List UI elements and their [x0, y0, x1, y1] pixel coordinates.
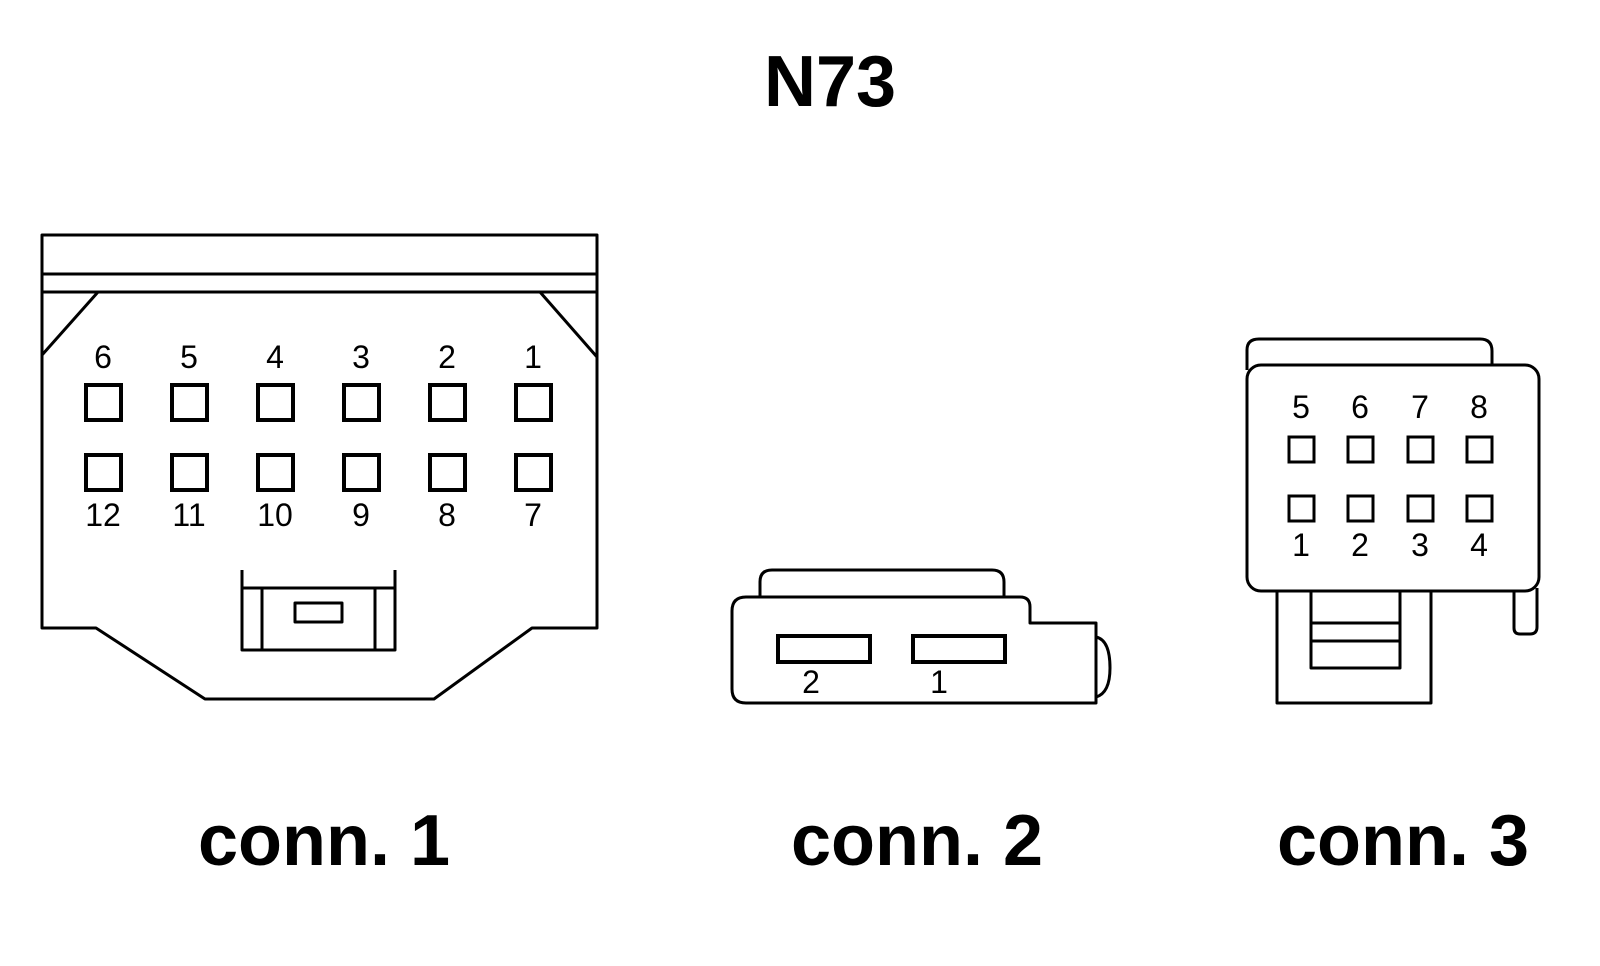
pin-cavity [342, 383, 381, 422]
connector-1: 6 5 4 3 2 1 12 11 10 9 8 7 conn. 1 [40, 233, 599, 881]
pin-cavity [1346, 494, 1375, 523]
connector-3-back-shell [1245, 337, 1494, 370]
connector-2: 2 1 conn. 2 [730, 568, 1112, 881]
connector-2-pin-cavity-2 [776, 634, 872, 664]
pin-cavity [428, 383, 467, 422]
pin-label: 4 [1470, 527, 1488, 563]
pin-cavity [514, 453, 553, 492]
connector-1-caption: conn. 1 [198, 801, 450, 881]
pin-cavity [1406, 435, 1435, 464]
pin-label: 12 [85, 497, 121, 533]
pin-label: 9 [352, 497, 370, 533]
pin-label: 10 [257, 497, 293, 533]
pin-cavity [84, 383, 123, 422]
connector-1-latch [240, 586, 397, 652]
connector-3-caption: conn. 3 [1277, 801, 1529, 881]
connector-2-caption: conn. 2 [791, 801, 1043, 881]
pin-label: 1 [930, 664, 948, 700]
pin-cavity [170, 453, 209, 492]
pin-label: 1 [1292, 527, 1310, 563]
pin-label: 8 [1470, 389, 1488, 425]
connector-1-housing [40, 233, 599, 701]
pin-label: 8 [438, 497, 456, 533]
connector-1-corner-right [538, 291, 599, 358]
connector-3-bottom-row: 1 2 3 4 [1287, 494, 1494, 563]
pin-cavity [1465, 494, 1494, 523]
pin-cavity [84, 453, 123, 492]
connector-3-top-row: 5 6 7 8 [1287, 389, 1494, 464]
pin-cavity [1287, 435, 1316, 464]
pin-cavity [1346, 435, 1375, 464]
pin-label: 3 [352, 339, 370, 375]
connector-3-housing [1245, 363, 1541, 593]
pin-label: 7 [1411, 389, 1429, 425]
pin-label: 3 [1411, 527, 1429, 563]
connector-3-latch [1309, 591, 1402, 670]
pin-cavity [1465, 435, 1494, 464]
pin-label: 7 [524, 497, 542, 533]
connector-1-latch-slot [293, 601, 344, 624]
connector-3-side-clip [1512, 588, 1539, 636]
pin-label: 2 [1351, 527, 1369, 563]
connector-2-pin-cavity-1 [911, 634, 1007, 664]
pin-cavity [256, 453, 295, 492]
pin-label: 1 [524, 339, 542, 375]
pin-cavity [256, 383, 295, 422]
pin-cavity [170, 383, 209, 422]
pin-cavity [1287, 494, 1316, 523]
pin-cavity [428, 453, 467, 492]
pin-label: 11 [172, 497, 205, 533]
pin-label: 2 [802, 664, 820, 700]
connector-3: 5 6 7 8 1 2 3 4 conn. 3 [1245, 337, 1541, 881]
pin-label: 5 [180, 339, 198, 375]
pin-label: 6 [1351, 389, 1369, 425]
pin-label: 4 [266, 339, 284, 375]
connector-2-top-ridge [758, 568, 1006, 597]
connector-3-lower-body [1275, 591, 1433, 705]
pin-label: 5 [1292, 389, 1310, 425]
pin-label: 6 [94, 339, 112, 375]
connector-2-housing [730, 595, 1098, 705]
pin-cavity [514, 383, 553, 422]
connector-1-top-row: 6 5 4 3 2 1 [84, 339, 553, 422]
pin-cavity [1406, 494, 1435, 523]
connector-2-tab [1095, 635, 1112, 699]
pin-cavity [342, 453, 381, 492]
connector-1-corner-left [40, 291, 100, 356]
pin-label: 2 [438, 339, 456, 375]
diagram-title: N73 [764, 42, 896, 122]
connector-1-bottom-row: 12 11 10 9 8 7 [84, 453, 553, 533]
